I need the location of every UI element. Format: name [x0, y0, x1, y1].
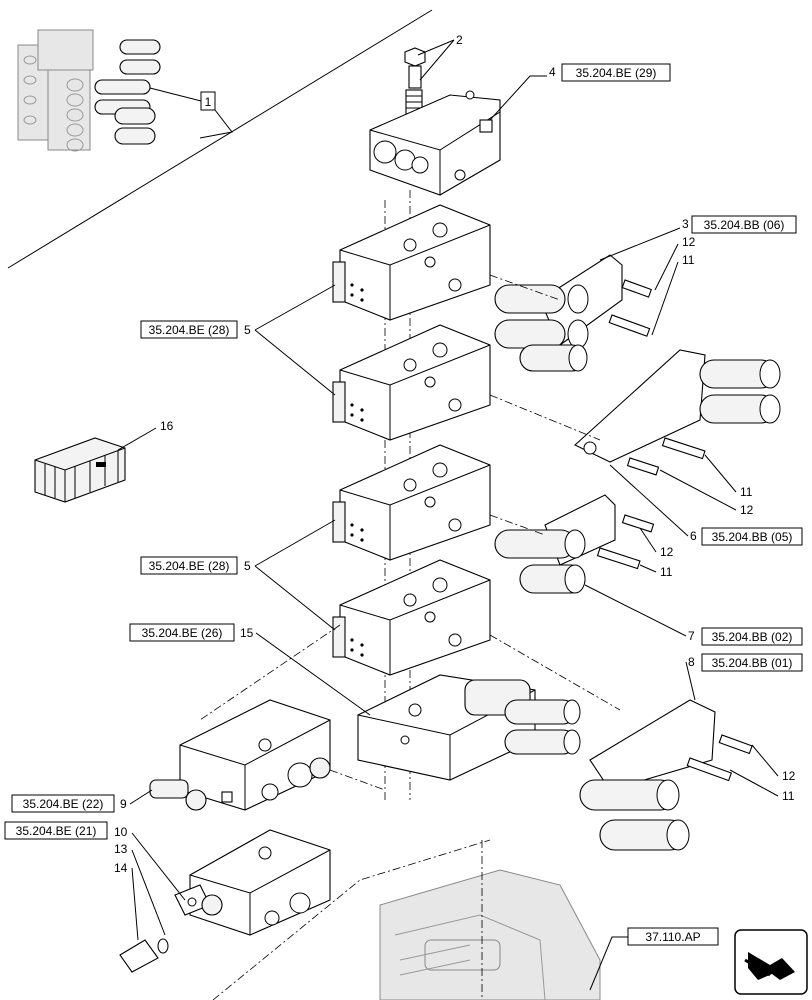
ref-35-204-bb-01[interactable]: 35.204.BB (01) [712, 656, 793, 670]
base-plate-part-15 [357, 674, 581, 781]
callout-16: 16 [160, 419, 174, 433]
valve-section-5c [332, 444, 491, 561]
callout-13: 13 [114, 842, 128, 856]
callout-10: 10 [114, 825, 128, 839]
ref-35-204-be-21[interactable]: 35.204.BE (21) [16, 824, 97, 838]
callout-12-a: 12 [682, 235, 696, 249]
bolts-11-12-upper [608, 279, 653, 337]
coupler-group-8 [579, 699, 716, 851]
callout-6: 6 [690, 529, 697, 543]
callout-1: 1 [205, 95, 212, 109]
callout-15: 15 [240, 626, 254, 640]
end-section-part-10 [174, 829, 331, 936]
callout-5-lower: 5 [244, 559, 251, 573]
end-section-part-9 [149, 699, 331, 811]
callout-5-upper: 5 [244, 323, 251, 337]
packing-crate-icon [34, 437, 126, 503]
ref-35-204-be-28-upper[interactable]: 35.204.BE (28) [149, 323, 230, 337]
transmission-housing-ghost [379, 869, 601, 1000]
callout-9: 9 [120, 797, 127, 811]
callout-8: 8 [688, 655, 695, 669]
bolts-11-12-lower [596, 514, 655, 570]
callout-7: 7 [688, 629, 695, 643]
callout-11-d: 11 [782, 789, 795, 803]
navigation-arrow-icon[interactable] [734, 929, 808, 995]
callout-11-a: 11 [682, 253, 695, 267]
ref-35-204-bb-06[interactable]: 35.204.BB (06) [704, 218, 785, 232]
valve-section-5a [332, 204, 491, 321]
callout-12-b: 12 [740, 503, 754, 517]
callout-12-d: 12 [782, 769, 796, 783]
callout-4: 4 [549, 65, 556, 79]
coupler-group-3 [494, 254, 623, 372]
ref-35-204-bb-05[interactable]: 35.204.BB (05) [712, 530, 793, 544]
callout-11-b: 11 [740, 485, 753, 499]
coupler-group-6 [574, 349, 781, 463]
overview-assembly: 1 [7, 9, 433, 269]
top-cover-part-4 [369, 90, 501, 196]
ref-35-204-be-22[interactable]: 35.204.BE (22) [23, 797, 104, 811]
ref-35-204-be-29[interactable]: 35.204.BE (29) [576, 66, 657, 80]
valve-section-5d [332, 559, 491, 676]
callout-11-c: 11 [660, 565, 673, 579]
callout-3: 3 [682, 217, 689, 231]
ref-35-204-be-28-lower[interactable]: 35.204.BE (28) [149, 559, 230, 573]
coupler-group-7 [494, 494, 616, 594]
ref-37-110-ap[interactable]: 37.110.AP [645, 930, 700, 944]
bolts-11-12-bottom [686, 734, 753, 782]
callout-12-c: 12 [660, 545, 674, 559]
valve-section-5b [332, 324, 491, 441]
callout-14: 14 [114, 861, 128, 875]
fitting-part-14 [119, 938, 169, 973]
ref-35-204-be-26[interactable]: 35.204.BE (26) [142, 626, 223, 640]
bolts-11-12-middle [626, 437, 706, 476]
callout-2: 2 [456, 33, 463, 47]
ref-35-204-bb-02[interactable]: 35.204.BB (02) [712, 630, 793, 644]
